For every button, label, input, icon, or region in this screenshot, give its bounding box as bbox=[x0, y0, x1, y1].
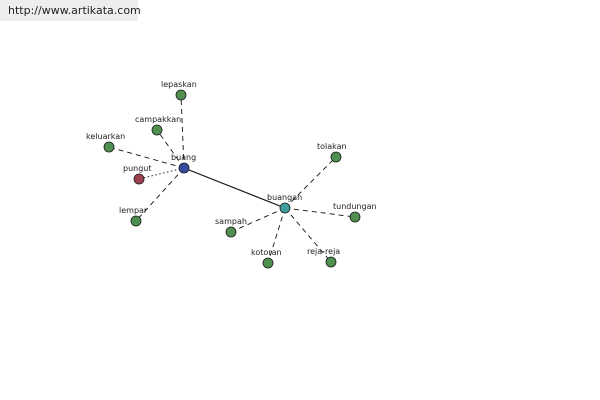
node-label-sampah[interactable]: sampah bbox=[215, 217, 247, 226]
node-label-lempar[interactable]: lempar bbox=[119, 206, 148, 215]
node-sampah[interactable] bbox=[225, 226, 237, 238]
node-label-lepaskan[interactable]: lepaskan bbox=[161, 80, 197, 89]
node-reja-reja[interactable] bbox=[325, 256, 337, 268]
edge-buangan-tundungan bbox=[284, 207, 356, 218]
edges-layer bbox=[108, 94, 356, 264]
node-lepaskan[interactable] bbox=[175, 89, 187, 101]
edge-buang-lempar bbox=[135, 167, 185, 222]
node-buang[interactable] bbox=[178, 162, 190, 174]
node-label-tolakan[interactable]: tolakan bbox=[317, 142, 347, 151]
edge-buang-buangan bbox=[183, 167, 286, 209]
node-tundungan[interactable] bbox=[349, 211, 361, 223]
node-buangan[interactable] bbox=[279, 202, 291, 214]
edge-buangan-reja-reja bbox=[284, 207, 332, 263]
source-url-banner[interactable]: http://www.artikata.com bbox=[0, 0, 141, 21]
node-kotoran[interactable] bbox=[262, 257, 274, 269]
node-label-reja-reja[interactable]: reja-reja bbox=[307, 247, 340, 256]
node-label-campakkan[interactable]: campakkan bbox=[135, 115, 181, 124]
node-label-buangan[interactable]: buangan bbox=[267, 193, 302, 202]
node-label-pungut[interactable]: pungut bbox=[123, 164, 152, 173]
node-label-kotoran[interactable]: kotoran bbox=[251, 248, 282, 257]
edge-buang-keluarkan bbox=[108, 146, 185, 169]
edge-buangan-kotoran bbox=[267, 207, 286, 264]
node-pungut[interactable] bbox=[133, 173, 145, 185]
node-campakkan[interactable] bbox=[151, 124, 163, 136]
node-label-keluarkan[interactable]: keluarkan bbox=[86, 132, 125, 141]
node-keluarkan[interactable] bbox=[103, 141, 115, 153]
edge-buang-lepaskan bbox=[180, 94, 185, 169]
node-label-buang[interactable]: buang bbox=[171, 153, 196, 162]
node-lempar[interactable] bbox=[130, 215, 142, 227]
labels-layer: buang buangan lepaskan campakkan keluarkan pu… bbox=[86, 80, 377, 257]
edge-buangan-tolakan bbox=[284, 156, 337, 209]
node-label-tundungan[interactable]: tundungan bbox=[333, 202, 377, 211]
edge-buang-campakkan bbox=[156, 129, 185, 169]
edge-buangan-sampah bbox=[230, 207, 286, 233]
nodes-layer bbox=[103, 89, 361, 269]
node-tolakan[interactable] bbox=[330, 151, 342, 163]
